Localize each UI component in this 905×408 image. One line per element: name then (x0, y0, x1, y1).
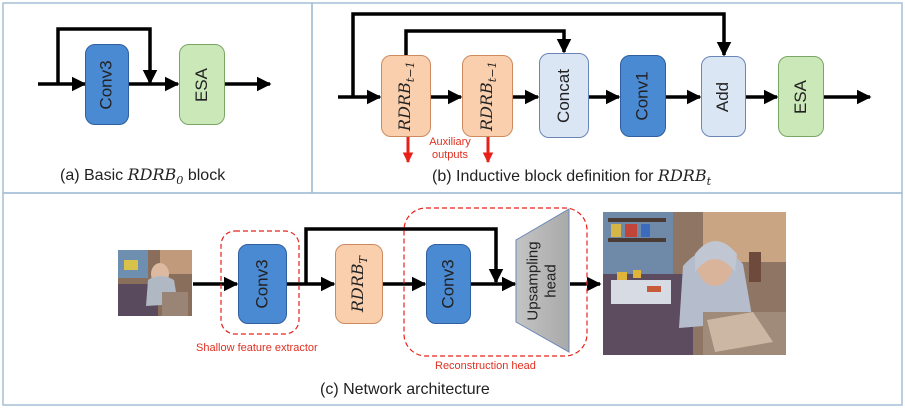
panel-b-arrows (338, 12, 872, 105)
caption-c: (c) Network architecture (320, 381, 490, 398)
upsampling-head-label: Upsampling head (524, 240, 560, 321)
rdrb-t-minus-1-block-1: RDRBt−1 (381, 55, 431, 137)
panel-c-border (2, 192, 903, 406)
upsampling-head-shape (515, 208, 570, 353)
shallow-feature-group (220, 230, 300, 335)
low-resolution-input-image (118, 250, 192, 316)
upsampling-head-label-wrap: Upsampling head (516, 209, 569, 352)
rdrb-T-block: RDRBT (335, 244, 383, 324)
add-label: Add (713, 81, 733, 112)
esa-label-b: ESA (791, 79, 810, 114)
auxiliary-outputs-label: Auxiliary outputs (429, 136, 471, 161)
reconstruction-head-label: Reconstruction head (435, 360, 536, 372)
add-block: Add (701, 56, 746, 137)
conv1-label: Conv1 (633, 71, 653, 121)
conv3-block: Conv3 (85, 44, 129, 125)
concat-label: Concat (554, 68, 573, 123)
conv1-block: Conv1 (620, 55, 666, 137)
conv3-recon-block: Conv3 (426, 244, 471, 324)
conv3-shallow-block: Conv3 (238, 244, 287, 324)
esa-block-b: ESA (778, 56, 824, 137)
panel-c-arrows (193, 227, 602, 292)
shallow-feature-extractor-label: Shallow feature extractor (196, 342, 318, 354)
auxiliary-output-arrows (402, 137, 494, 164)
panel-a-arrows (38, 27, 272, 92)
caption-a: (a) Basic RDRB0 block (60, 165, 226, 188)
conv3-label: Conv3 (97, 59, 117, 110)
reconstruction-head-group (403, 207, 588, 357)
high-resolution-output-image (603, 212, 786, 355)
conv3-recon-label: Conv3 (438, 259, 458, 309)
esa-label: ESA (192, 67, 211, 102)
rdrb-t-minus-1-block-2: RDRBt−1 (462, 55, 513, 137)
conv3-shallow-label: Conv3 (252, 259, 272, 309)
esa-block: ESA (179, 44, 225, 125)
concat-block: Concat (539, 53, 589, 138)
caption-b: (b) Inductive block definition for RDRBt (432, 166, 712, 189)
